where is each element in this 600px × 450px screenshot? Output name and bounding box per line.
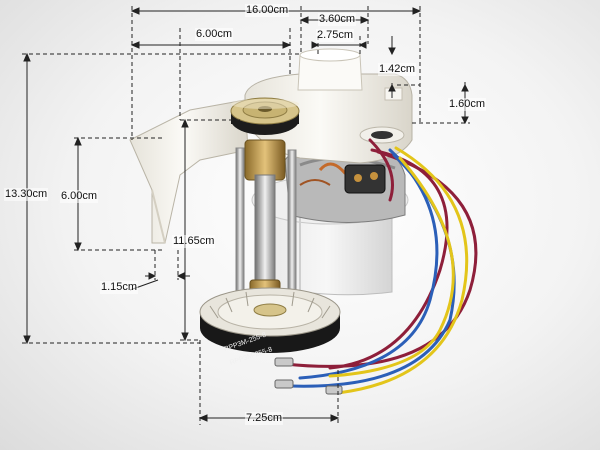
mounting-arm [129,99,249,244]
bottom-pulley [199,287,341,353]
top-pulley [230,97,300,135]
shaft-height-label: 11.65cm [172,235,216,248]
top-inner-width-label: 2.75cm [316,29,355,42]
cap-height-label: 1.42cm [378,63,417,76]
arm-thickness-label: 1.15cm [100,281,139,294]
shoulder-height-label: 1.60cm [448,98,487,111]
top-width-label: 3.60cm [318,13,357,26]
overall-width-label: 16.00cm [245,4,290,17]
wiring-harness [283,138,478,395]
base-width-label: 7.25cm [245,412,284,425]
motor-offset-label: 6.00cm [195,28,234,41]
overall-height-label: 13.30cm [4,188,49,201]
arm-height-label: 6.00cm [60,190,99,203]
